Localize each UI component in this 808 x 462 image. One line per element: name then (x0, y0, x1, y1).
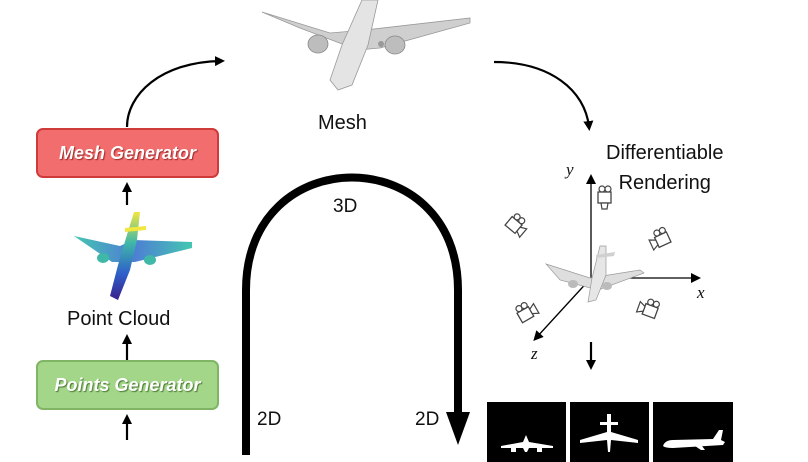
differentiable-rendering-label: Differentiable Rendering (606, 138, 723, 198)
camera-icon (597, 185, 612, 210)
axis-y-label: y (566, 160, 574, 179)
arrow-mesh-to-rendering (493, 60, 594, 131)
camera-icon (504, 213, 528, 239)
rendering-airplane-icon (544, 245, 645, 303)
silhouette-panel-front (487, 402, 566, 462)
airplane-mesh-icon (261, 0, 471, 91)
camera-icon (648, 226, 672, 252)
axis-z-label: z (531, 344, 538, 363)
label-2d-left: 2D (257, 409, 282, 430)
points-generator-box: Points Generator (36, 360, 219, 410)
differentiable-rendering-line1: Differentiable (606, 142, 724, 164)
arch-arrowhead (446, 412, 470, 445)
camera-icon (515, 301, 540, 324)
mesh-generator-box: Mesh Generator (36, 128, 219, 178)
airplane-silhouette-icon (663, 430, 725, 450)
silhouette-panel-top (570, 402, 649, 462)
camera-icon (635, 298, 660, 320)
point-cloud-airplane-icon (74, 212, 192, 300)
point-cloud-label: Point Cloud (67, 308, 171, 330)
label-3d: 3D (333, 196, 358, 217)
airplane-silhouette-icon (501, 435, 553, 452)
mesh-generator-label: Mesh Generator (58, 142, 197, 163)
arrow-generator-to-mesh (125, 56, 225, 128)
silhouette-panel-side (653, 402, 733, 462)
label-2d-right: 2D (415, 409, 440, 430)
mesh-label: Mesh (318, 112, 367, 134)
airplane-silhouette-icon (580, 414, 638, 452)
points-generator-label: Points Generator (54, 374, 201, 395)
arch-3d-2d (242, 173, 462, 455)
coordinate-axes (533, 174, 701, 341)
axis-x-label: x (697, 283, 705, 302)
differentiable-rendering-line2: Rendering (618, 172, 711, 194)
